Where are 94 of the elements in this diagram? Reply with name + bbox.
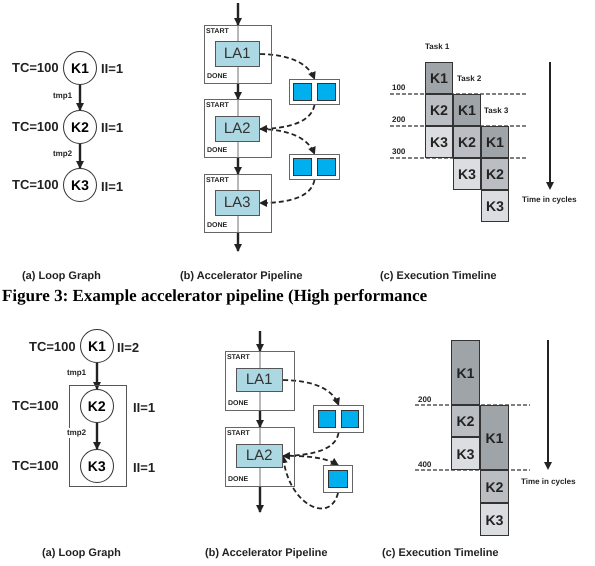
axis-label: Task 1 (425, 43, 450, 51)
axis-label: 300 (392, 148, 406, 156)
axis-label: 400 (418, 461, 432, 469)
panel-caption: (b) Accelerator Pipeline (180, 271, 302, 282)
arrow (93, 423, 101, 450)
axis-label: 200 (418, 396, 432, 404)
buffer-slot (328, 470, 348, 488)
buffer-slot (316, 158, 336, 176)
timeline-cell: K2 (451, 405, 480, 437)
stage-box (204, 25, 272, 84)
panel-caption: (c) Execution Timeline (382, 548, 499, 559)
accelerator-box: LA1 (214, 40, 260, 67)
loop-node: K3 (63, 168, 97, 202)
arrow (234, 3, 242, 26)
stage-box (225, 351, 295, 411)
timeline-cell: K1 (425, 62, 453, 94)
accelerator-box: LA2 (236, 444, 283, 468)
arrow (76, 85, 84, 111)
timeline-cell: K3 (425, 126, 453, 158)
arrow (234, 233, 242, 252)
accelerator-box: LA1 (236, 368, 283, 392)
dashed-arrow (259, 104, 316, 133)
timeline-cell: K1 (453, 94, 481, 126)
node-annotation: TC=100 (12, 178, 59, 191)
group-box (69, 385, 127, 487)
timeline-cell: K1 (480, 405, 509, 470)
timeline-cell: K2 (453, 126, 481, 158)
arrow (256, 331, 264, 352)
loop-node: K1 (80, 329, 114, 363)
panel-caption: (a) Loop Graph (22, 271, 101, 282)
node-annotation: TC=100 (12, 61, 59, 74)
buffer-box (289, 154, 340, 180)
dashed-arrow (282, 379, 340, 406)
timeline-cell: K2 (480, 470, 509, 503)
node-annotation: TC=100 (12, 459, 59, 472)
timeline-cell: K3 (480, 503, 509, 536)
accelerator-box: LA2 (214, 116, 260, 142)
timeline-cell: K1 (451, 340, 480, 405)
timeline-cell: K2 (481, 158, 509, 190)
buffer-box (289, 79, 340, 105)
stage-box (225, 427, 295, 487)
node-annotation: TC=100 (29, 340, 76, 353)
buffer-slot (340, 410, 359, 428)
arrow (256, 487, 264, 513)
panel-caption: (b) Accelerator Pipeline (205, 548, 328, 559)
buffer-slot (292, 82, 312, 101)
timeline-cell: K2 (425, 94, 453, 126)
panel-caption: (c) Execution Timeline (380, 271, 497, 282)
timeline-cell: K3 (451, 437, 480, 470)
axis-label: 100 (392, 84, 406, 92)
edge-label: tmp2 (66, 428, 88, 438)
edge-label: tmp1 (66, 368, 88, 378)
node-annotation: II=1 (133, 401, 156, 414)
node-annotation: TC=100 (12, 399, 59, 412)
buffer-slot (318, 410, 336, 428)
node-annotation: II=1 (133, 461, 156, 474)
stage-box (204, 99, 272, 158)
axis-label: Time in cycles (522, 196, 577, 204)
node-annotation: II=1 (101, 62, 124, 75)
panel-caption: (a) Loop Graph (42, 548, 121, 559)
buffer-box (323, 465, 353, 493)
node-annotation: II=2 (117, 341, 140, 354)
node-annotation: II=1 (101, 180, 124, 193)
loop-node: K3 (80, 448, 114, 483)
arrow (76, 144, 84, 169)
accelerator-box: LA3 (214, 190, 260, 216)
timeline-cell: K3 (481, 190, 509, 222)
buffer-slot (316, 82, 336, 101)
loop-node: K1 (63, 51, 97, 85)
timeline-cell: K3 (453, 158, 481, 190)
node-annotation: TC=100 (12, 120, 59, 133)
stage-box (204, 174, 272, 233)
timeline-cell: K1 (481, 126, 509, 158)
dashed-arrow (260, 53, 316, 80)
axis-label: Task 2 (457, 75, 482, 83)
arrow (234, 84, 242, 100)
edge-label: tmp1 (52, 91, 74, 101)
node-annotation: II=1 (101, 121, 124, 134)
buffer-box (313, 405, 364, 433)
buffer-slot (292, 158, 312, 176)
dashed-arrow (259, 180, 316, 207)
dashed-arrow (260, 128, 316, 155)
axis-label: Time in cycles (521, 478, 576, 486)
figure-caption: Figure 3: Example accelerator pipeline (High performance (2, 287, 428, 304)
axis-label: Task 3 (484, 107, 508, 115)
arrow (234, 158, 242, 175)
loop-node: K2 (80, 388, 114, 423)
arrow (256, 411, 264, 428)
loop-node: K2 (63, 110, 97, 144)
dashed-arrow (282, 432, 340, 460)
arrow (93, 363, 101, 390)
dashed-arrow (282, 455, 339, 466)
edge-label: tmp2 (52, 149, 74, 159)
axis-label: 200 (392, 116, 406, 124)
